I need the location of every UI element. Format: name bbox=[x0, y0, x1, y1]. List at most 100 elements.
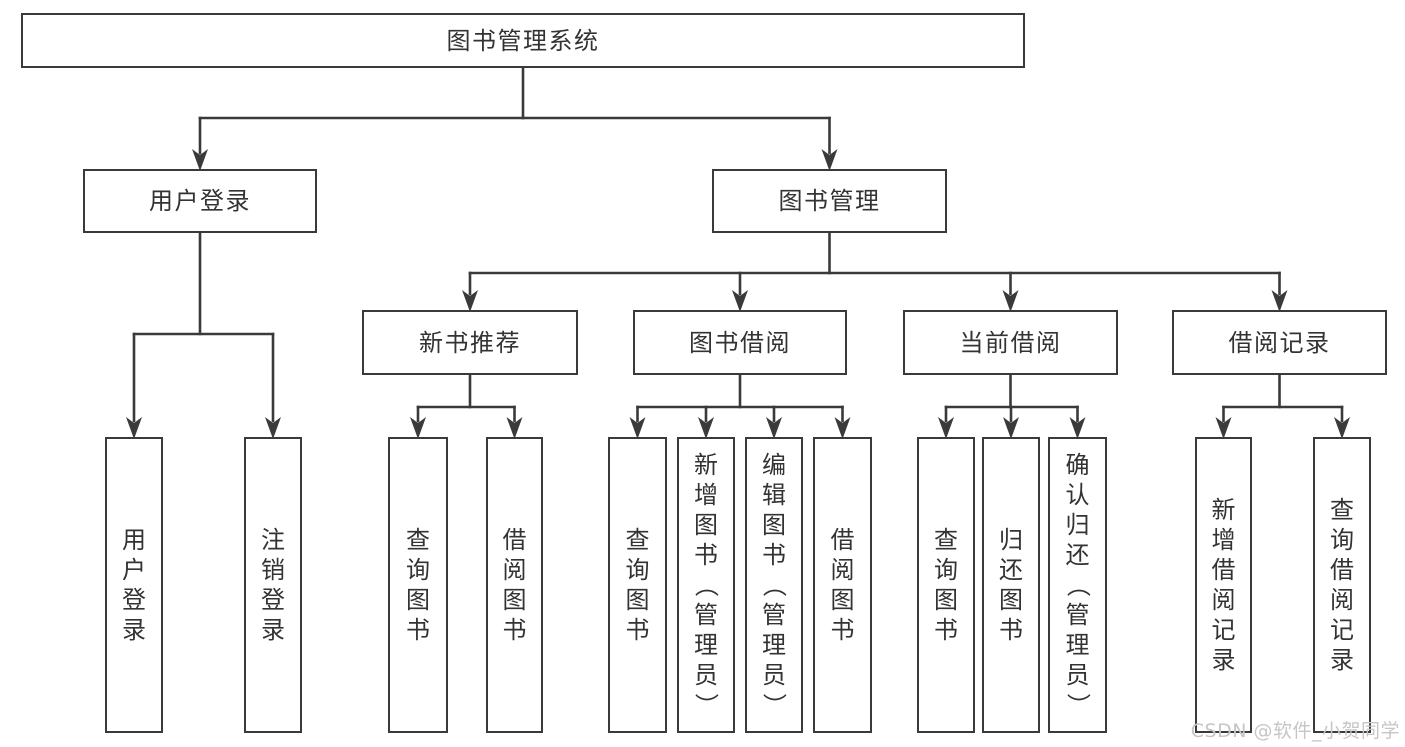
node-label-vertical: 归还图书 bbox=[999, 528, 1023, 642]
node-label: 借阅记录 bbox=[1228, 328, 1331, 357]
label-char: 图 bbox=[762, 511, 786, 539]
arrowhead-icon bbox=[126, 417, 142, 439]
label-char: （ bbox=[1063, 573, 1092, 597]
arrowhead-icon bbox=[732, 290, 748, 312]
arrowhead-icon bbox=[698, 417, 714, 439]
arrowhead-icon bbox=[1334, 417, 1350, 439]
label-char: 还 bbox=[999, 556, 1023, 584]
label-char: 借 bbox=[830, 526, 855, 554]
arrowhead-icon bbox=[766, 417, 782, 439]
arrowhead-icon bbox=[1271, 290, 1288, 312]
diagram-box-leaf-user-login: 用户登录 bbox=[105, 437, 163, 733]
arrowhead-icon bbox=[410, 417, 426, 439]
diagram-box-leaf-br-query: 查询借阅记录 bbox=[1313, 437, 1371, 733]
label-char: 图 bbox=[830, 586, 855, 614]
label-char: 编 bbox=[762, 451, 786, 479]
label-char: 辑 bbox=[762, 481, 786, 509]
node-label-vertical: 查询图书 bbox=[406, 528, 430, 642]
label-char: 注 bbox=[261, 526, 285, 554]
arrowhead-icon bbox=[462, 290, 478, 312]
node-label: 图书管理 bbox=[778, 187, 881, 215]
label-char: 归 bbox=[1065, 511, 1090, 539]
node-label-vertical: 确认归还（管理员） bbox=[1063, 453, 1092, 717]
label-char: ） bbox=[692, 693, 720, 717]
label-char: 员 bbox=[762, 661, 786, 689]
label-char: 归 bbox=[999, 526, 1023, 554]
label-char: 录 bbox=[122, 616, 146, 644]
label-char: 书 bbox=[762, 541, 786, 569]
watermark-text: CSDN @软件_小贺同学 bbox=[1190, 720, 1400, 742]
label-char: 书 bbox=[502, 616, 527, 644]
label-char: （ bbox=[760, 573, 788, 597]
label-char: 管 bbox=[694, 601, 718, 629]
label-char: 图 bbox=[625, 586, 650, 614]
label-char: ） bbox=[760, 693, 788, 717]
label-char: 销 bbox=[261, 556, 285, 584]
label-char: 员 bbox=[1065, 661, 1090, 689]
label-char: 查 bbox=[625, 526, 650, 554]
label-char: 询 bbox=[406, 556, 430, 584]
node-label: 当前借阅 bbox=[959, 328, 1062, 357]
node-label: 图书管理系统 bbox=[446, 26, 600, 55]
label-char: 认 bbox=[1065, 481, 1090, 509]
label-char: 记 bbox=[1211, 616, 1236, 644]
label-char: 询 bbox=[625, 556, 650, 584]
node-label-vertical: 新增借阅记录 bbox=[1212, 498, 1236, 672]
label-char: 管 bbox=[1065, 601, 1090, 629]
diagram-box-current-borrow: 当前借阅 bbox=[903, 310, 1118, 375]
label-char: 登 bbox=[261, 586, 285, 614]
diagram-box-root: 图书管理系统 bbox=[21, 13, 1025, 68]
arrowhead-icon bbox=[1003, 417, 1019, 439]
label-char: 阅 bbox=[502, 556, 527, 584]
label-char: 管 bbox=[762, 601, 786, 629]
node-label-vertical: 编辑图书 （ 管理员 ） bbox=[760, 451, 788, 717]
label-char: 阅 bbox=[830, 556, 855, 584]
label-char: 录 bbox=[1211, 646, 1236, 674]
arrowhead-icon bbox=[1069, 417, 1086, 439]
label-char: 增 bbox=[694, 481, 718, 509]
label-char: 询 bbox=[934, 556, 958, 584]
arrowhead-icon bbox=[1002, 290, 1019, 312]
label-char: 书 bbox=[830, 616, 855, 644]
diagram-box-leaf-nbr-query: 查询图书 bbox=[388, 437, 448, 733]
label-char: 图 bbox=[999, 586, 1023, 614]
label-char: 员 bbox=[694, 661, 718, 689]
node-label-vertical: 借阅图书 bbox=[503, 528, 527, 642]
label-char: 户 bbox=[122, 556, 146, 584]
node-label: 用户登录 bbox=[149, 187, 251, 215]
node-label-vertical: 查询借阅记录 bbox=[1330, 498, 1354, 672]
label-char: 查 bbox=[934, 526, 958, 554]
label-char: 查 bbox=[406, 526, 430, 554]
label-char: 书 bbox=[999, 616, 1023, 644]
label-char: 录 bbox=[261, 616, 285, 644]
label-char: 用 bbox=[122, 526, 146, 554]
label-char: 图 bbox=[502, 586, 527, 614]
label-char: 借 bbox=[1330, 556, 1354, 584]
label-char: 图 bbox=[694, 511, 718, 539]
node-label-vertical: 用户登录 bbox=[122, 528, 146, 642]
diagram-box-leaf-nbr-borrow: 借阅图书 bbox=[486, 437, 543, 733]
label-char: （ bbox=[692, 573, 720, 597]
label-char: 书 bbox=[694, 541, 718, 569]
arrowhead-icon bbox=[1215, 417, 1232, 439]
label-char: 增 bbox=[1211, 526, 1236, 554]
label-char: 图 bbox=[934, 586, 958, 614]
label-char: 理 bbox=[694, 631, 718, 659]
label-char: 新 bbox=[694, 451, 718, 479]
label-char: 理 bbox=[762, 631, 786, 659]
label-char: 查 bbox=[1330, 496, 1354, 524]
label-char: 图 bbox=[406, 586, 430, 614]
diagram-box-user-login: 用户登录 bbox=[83, 169, 317, 233]
label-char: 借 bbox=[502, 526, 527, 554]
diagram-box-leaf-logout: 注销登录 bbox=[244, 437, 302, 733]
label-char: 书 bbox=[934, 616, 958, 644]
label-char: 阅 bbox=[1330, 586, 1354, 614]
diagram-box-leaf-cb-return: 归还图书 bbox=[982, 437, 1040, 733]
label-char: 还 bbox=[1065, 541, 1090, 569]
arrowhead-icon bbox=[938, 417, 954, 439]
diagram-box-new-book-rec: 新书推荐 bbox=[362, 310, 578, 375]
diagram-box-leaf-bb-add: 新增图书 （ 管理员 ） bbox=[677, 437, 735, 733]
diagram-box-leaf-br-add: 新增借阅记录 bbox=[1195, 437, 1252, 733]
node-label-vertical: 借阅图书 bbox=[831, 528, 855, 642]
